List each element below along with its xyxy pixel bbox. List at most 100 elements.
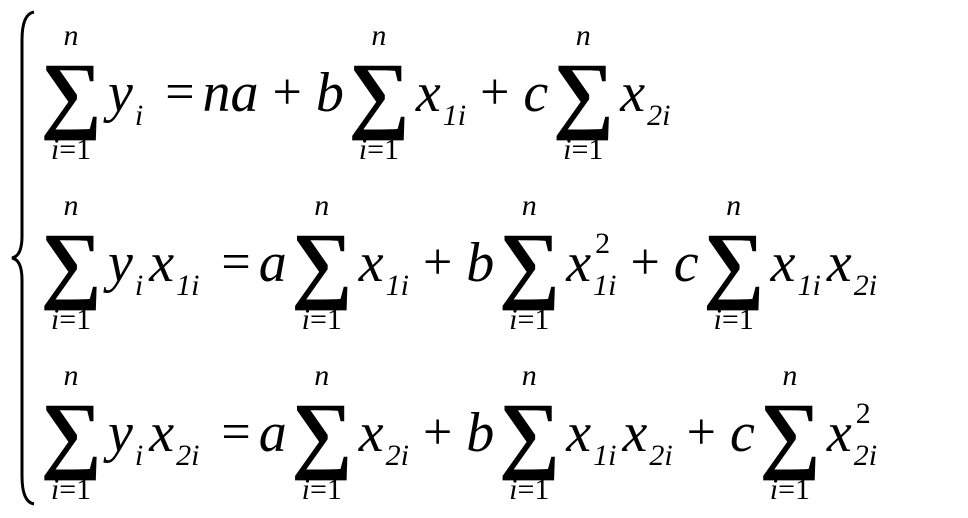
sum-index-start: =1 bbox=[517, 303, 550, 336]
sum-lower-limit: i=1 bbox=[770, 475, 810, 505]
equals-sign: = bbox=[221, 234, 251, 291]
summation: n∑i=1 bbox=[38, 21, 104, 165]
subscript: 1i bbox=[442, 99, 467, 132]
summation: n∑i=1 bbox=[496, 361, 562, 505]
equals-sign: = bbox=[165, 64, 195, 121]
variable-base: y bbox=[108, 232, 133, 294]
variable-scripts: i bbox=[135, 101, 143, 131]
sum-lower-limit: i=1 bbox=[302, 305, 342, 335]
sum-index-start: =1 bbox=[571, 133, 604, 166]
sum-upper-limit: n bbox=[314, 189, 330, 222]
subscript: 1i bbox=[593, 269, 617, 302]
variable-base: x bbox=[620, 62, 646, 124]
sum-sign: ∑ bbox=[759, 385, 821, 481]
sum-index-start: =1 bbox=[721, 303, 754, 336]
sum-sign: ∑ bbox=[40, 215, 102, 311]
plus-sign: + bbox=[686, 404, 716, 461]
sum-index-variable: i bbox=[50, 133, 60, 166]
sum-upper-limit: n bbox=[782, 359, 798, 392]
sum-index-variable: i bbox=[50, 303, 60, 336]
variable-base: y bbox=[108, 62, 133, 124]
variable-scripts: 2i bbox=[386, 441, 409, 471]
sum-index-start: =1 bbox=[517, 473, 550, 506]
variable-base: x bbox=[358, 232, 384, 294]
variable-base: x bbox=[770, 232, 796, 294]
sum-upper-limit: n bbox=[575, 19, 591, 52]
coefficient: b bbox=[315, 62, 344, 124]
sum-lower-limit: i=1 bbox=[714, 305, 754, 335]
subscript: 2i bbox=[853, 269, 878, 302]
sum-index-variable: i bbox=[301, 303, 310, 336]
variable-base: x bbox=[826, 232, 852, 294]
superscript: 2 bbox=[595, 227, 611, 260]
variable-scripts: 2i bbox=[649, 441, 672, 471]
plus-sign: + bbox=[480, 64, 510, 121]
sum-index-variable: i bbox=[358, 133, 368, 166]
sum-index-variable: i bbox=[50, 473, 60, 506]
variable-scripts: 2i bbox=[854, 271, 877, 301]
sum-lower-limit: i=1 bbox=[563, 135, 603, 165]
sum-sign: ∑ bbox=[498, 385, 560, 481]
subscript: 2i bbox=[853, 439, 878, 472]
variable-base: x bbox=[415, 62, 441, 124]
sum-index-variable: i bbox=[563, 133, 572, 166]
sum-upper-limit: n bbox=[521, 359, 537, 392]
variable-base: x bbox=[566, 402, 592, 464]
variable-base: x bbox=[149, 232, 175, 294]
sum-index-variable: i bbox=[509, 473, 518, 506]
sum-lower-limit: i=1 bbox=[359, 135, 399, 165]
subscript: i bbox=[134, 99, 144, 132]
sum-sign: ∑ bbox=[40, 45, 102, 141]
subscript: 2i bbox=[385, 439, 409, 472]
variable-scripts: i bbox=[135, 441, 143, 471]
sum-lower-limit: i=1 bbox=[51, 305, 91, 335]
coefficient: c bbox=[730, 402, 755, 464]
superscript: 2 bbox=[855, 397, 871, 430]
sum-lower-limit: i=1 bbox=[509, 305, 549, 335]
sum-index-start: =1 bbox=[778, 473, 810, 506]
sum-index-start: =1 bbox=[367, 133, 399, 166]
coefficient: a bbox=[258, 402, 287, 464]
variable-base: x bbox=[358, 402, 384, 464]
sum-upper-limit: n bbox=[63, 359, 79, 392]
variable-base: x bbox=[622, 402, 648, 464]
sum-upper-limit: n bbox=[314, 359, 330, 392]
sum-index-start: =1 bbox=[59, 473, 92, 506]
coefficient: b bbox=[466, 402, 495, 464]
summation: n∑i=1 bbox=[496, 191, 562, 335]
summation: n∑i=1 bbox=[38, 361, 104, 505]
sum-lower-limit: i=1 bbox=[509, 475, 549, 505]
sum-upper-limit: n bbox=[726, 189, 742, 222]
variable-scripts: 1i bbox=[386, 271, 409, 301]
coefficient: b bbox=[466, 232, 495, 294]
sum-sign: ∑ bbox=[40, 385, 102, 481]
plus-sign: + bbox=[422, 234, 453, 291]
subscript: 2i bbox=[649, 439, 673, 472]
sum-sign: ∑ bbox=[552, 45, 614, 141]
variable-base: x bbox=[826, 402, 852, 464]
sum-sign: ∑ bbox=[703, 215, 765, 311]
sum-sign: ∑ bbox=[291, 215, 353, 311]
summation: n∑i=1 bbox=[289, 361, 355, 505]
variable-scripts: 2i bbox=[647, 101, 670, 131]
sum-lower-limit: i=1 bbox=[302, 475, 342, 505]
sum-index-variable: i bbox=[769, 473, 779, 506]
subscript: 2i bbox=[647, 99, 671, 132]
left-brace bbox=[11, 10, 35, 506]
variable-scripts: 1i bbox=[176, 271, 199, 301]
sum-upper-limit: n bbox=[371, 19, 387, 52]
